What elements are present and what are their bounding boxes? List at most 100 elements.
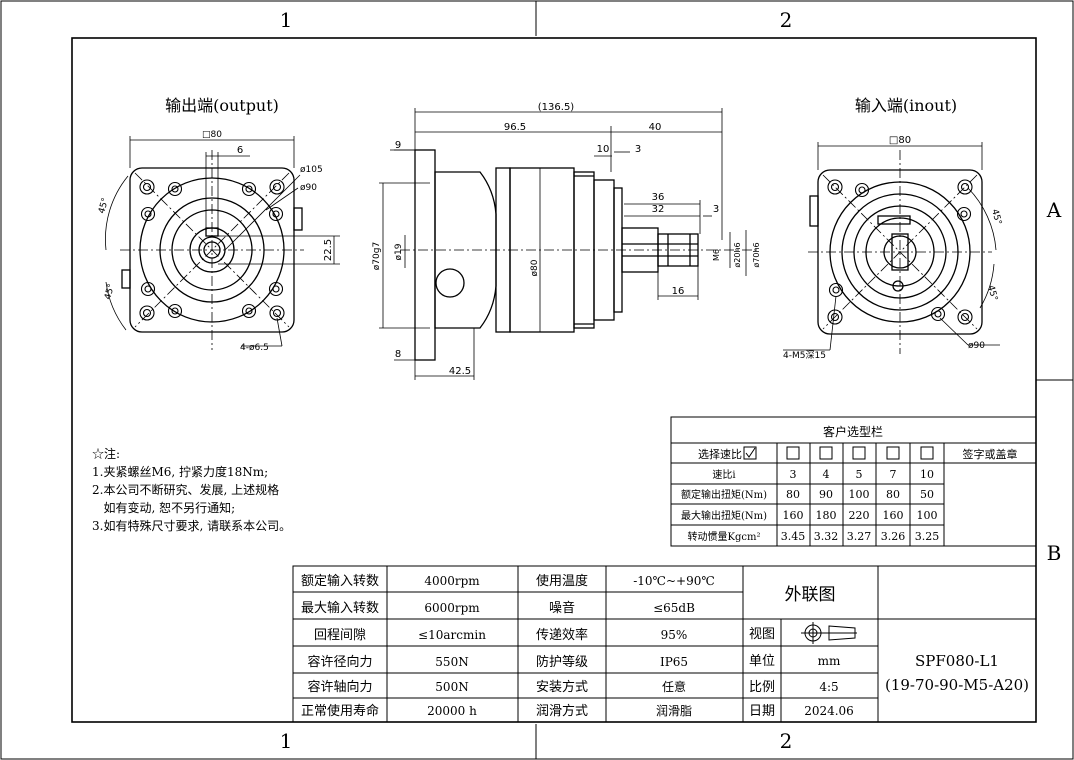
selection-cell: 160: [783, 509, 804, 522]
spec-value: 4000rpm: [424, 574, 480, 588]
spec-value: 20000 h: [427, 704, 477, 718]
dim-10: 10: [597, 144, 610, 155]
dim-3a: 3: [635, 144, 641, 155]
scale-label: 比例: [749, 680, 775, 695]
dim-36: 36: [652, 192, 665, 203]
d70-dim: ø70h6: [752, 242, 761, 267]
note-line-2: 2.本公司不断研究、发展, 上述规格: [92, 482, 279, 497]
select-checkbox-main[interactable]: [743, 446, 757, 460]
out-angle-bottom: 45°: [103, 283, 117, 301]
spec-value: 550N: [435, 655, 468, 669]
row-label-b: B: [1047, 541, 1062, 565]
notes-title: ☆注:: [92, 446, 120, 461]
spec-label: 润滑方式: [536, 703, 588, 719]
ratio-checkbox-10[interactable]: [920, 446, 934, 460]
selection-cell: 100: [917, 509, 938, 522]
selection-row-label: 额定输出扭矩(Nm): [681, 488, 767, 501]
unit-value: mm: [818, 654, 841, 668]
model-code: (19-70-90-M5-A20): [885, 676, 1029, 694]
spec-label: 传递效率: [536, 627, 588, 643]
spec-value: 任意: [662, 679, 686, 694]
selection-cell: 100: [849, 488, 870, 501]
checkmark-icon: [745, 447, 756, 458]
selection-row-label: 最大输出扭矩(Nm): [681, 509, 767, 522]
dim-3b: 3: [713, 204, 719, 215]
in-holes-dim: 4-M5深15: [783, 350, 826, 361]
dim-32: 32: [652, 204, 665, 215]
ratio-checkbox-5[interactable]: [852, 446, 866, 460]
out-square-dim: □80: [202, 130, 222, 140]
selection-cell: 5: [856, 468, 863, 481]
overall-length-dim: (136.5): [538, 102, 575, 113]
out-key-dim: 6: [237, 145, 243, 156]
dim-8: 8: [395, 349, 401, 360]
in-pcd-dim: ø90: [968, 341, 985, 351]
spec-value: IP65: [660, 655, 688, 669]
in-angle-a: 45°: [989, 208, 1003, 226]
selection-cell: 180: [816, 509, 837, 522]
spec-label: 使用温度: [536, 573, 588, 589]
spec-value: 6000rpm: [424, 601, 480, 615]
dim-16: 16: [672, 286, 685, 297]
selection-cell: 160: [883, 509, 904, 522]
note-line-4: 3.如有特殊尺寸要求, 请联系本公司。: [92, 518, 291, 533]
out-holes-dim: 4-ø6.5: [240, 343, 269, 353]
spec-value: ≤65dB: [653, 601, 695, 615]
selection-cell: 3.26: [881, 530, 906, 543]
body-diameter-dim: ø80: [530, 259, 540, 276]
notes: ☆注: 1.夹紧螺丝M6, 拧紧力度18Nm; 2.本公司不断研究、发展, 上述…: [92, 446, 291, 533]
shaft-diameter-dim: ø19: [394, 243, 404, 260]
flange-thick-dim: 9: [395, 140, 401, 151]
spec-value: 润滑脂: [656, 703, 692, 718]
selection-cell: 80: [786, 488, 800, 501]
spec-label: 回程间隙: [314, 628, 366, 643]
selection-cell: 4: [823, 468, 830, 481]
spec-value: ≤10arcmin: [418, 628, 486, 642]
model-number: SPF080-L1: [915, 652, 999, 670]
ratio-checkbox-3[interactable]: [786, 446, 800, 460]
sign-label: 签字或盖章: [963, 447, 1018, 461]
col-label-2-bottom: 2: [780, 729, 793, 753]
view-label: 视图: [749, 627, 775, 642]
out-pcd-outer-dim: ø105: [300, 165, 323, 175]
selection-cell: 90: [819, 488, 833, 501]
out-angle-top: 45°: [97, 197, 111, 215]
side-view: (136.5) 96.5 40 9 10 3 36 32 3 ø70g7 ø19…: [372, 102, 761, 380]
in-square-dim: □80: [889, 135, 911, 146]
spec-value: 500N: [435, 680, 468, 694]
m6-dim: M6: [712, 249, 721, 261]
note-line-1: 1.夹紧螺丝M6, 拧紧力度18Nm;: [92, 464, 268, 479]
row-label-a: A: [1046, 198, 1062, 222]
out-height-dim: 22.5: [323, 239, 334, 261]
note-line-3: 如有变动, 恕不另行通知;: [92, 500, 235, 515]
selection-cell: 3.45: [781, 530, 806, 543]
scale-value: 4:5: [819, 680, 838, 694]
selection-cell: 3.32: [814, 530, 839, 543]
ratio-checkbox-7[interactable]: [886, 446, 900, 460]
spec-label: 额定输入转数: [301, 573, 379, 589]
body-length-dim: 96.5: [504, 122, 526, 133]
select-ratio-label: 选择速比: [698, 447, 742, 461]
in-angle-b: 45°: [985, 284, 999, 302]
col-label-2: 2: [780, 8, 793, 32]
spec-label: 防护等级: [536, 654, 588, 670]
selection-cell: 3.25: [915, 530, 940, 543]
shaft-bore-dim: ø70g7: [372, 242, 382, 270]
spec-label: 安装方式: [536, 679, 588, 695]
selection-cell: 50: [920, 488, 934, 501]
spec-label: 容许径向力: [307, 654, 372, 670]
unit-label: 单位: [749, 654, 775, 669]
output-view-title: 输出端(output): [165, 96, 279, 115]
ratio-checkbox-4[interactable]: [819, 446, 833, 460]
col-label-1: 1: [280, 8, 293, 32]
selection-row-label: 转动惯量Kgcm²: [688, 530, 761, 543]
selection-cell: 10: [920, 468, 934, 481]
input-length-dim: 40: [649, 122, 662, 133]
spec-label: 容许轴向力: [307, 679, 372, 695]
selection-cell: 3: [790, 468, 797, 481]
selection-cell: 7: [890, 468, 897, 481]
selection-row-label: 速比i: [712, 469, 735, 481]
